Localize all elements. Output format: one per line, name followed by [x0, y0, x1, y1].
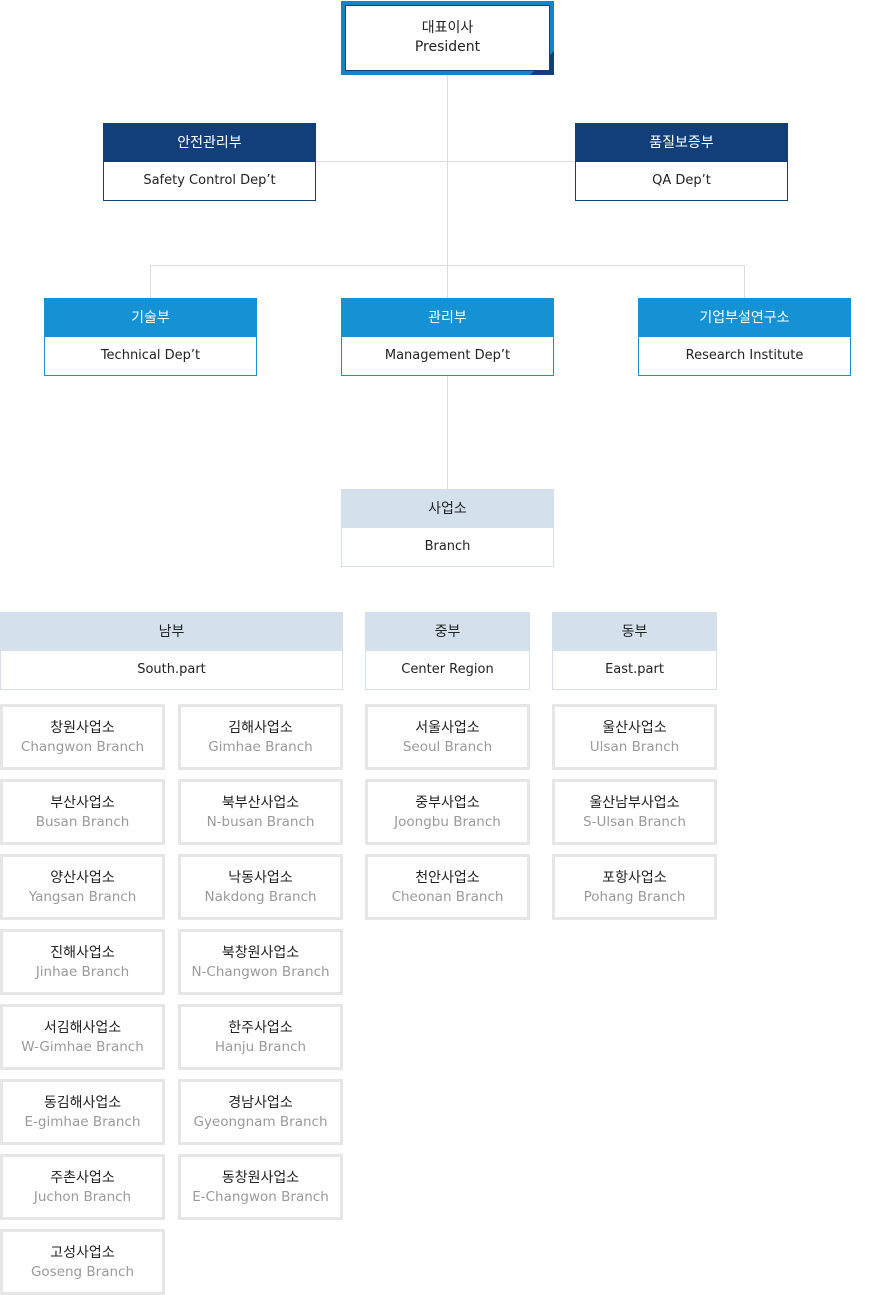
qa-dept-box: 품질보증부 QA Dep’t [575, 123, 788, 201]
branch-item-en: Nakdong Branch [204, 889, 317, 905]
branch-item-n-busan: 북부산사업소 N-busan Branch [178, 779, 343, 845]
technical-dept-kr: 기술부 [45, 299, 256, 337]
branch-item-seoul: 서울사업소 Seoul Branch [365, 704, 530, 770]
branch-item-en: S-Ulsan Branch [583, 814, 686, 830]
safety-control-dept-box: 안전관리부 Safety Control Dep’t [103, 123, 316, 201]
branch-item-gyeongnam: 경남사업소 Gyeongnam Branch [178, 1079, 343, 1145]
branch-item-en: Juchon Branch [33, 1189, 132, 1205]
branch-item-changwon: 창원사업소 Changwon Branch [0, 704, 165, 770]
president-label-en: President [414, 39, 481, 55]
branch-item-en: Pohang Branch [583, 889, 686, 905]
branch-item-kr: 한주사업소 [228, 1020, 293, 1036]
branch-item-en: Cheonan Branch [391, 889, 504, 905]
branch-item-kr: 양산사업소 [50, 870, 115, 886]
region-center-kr: 중부 [366, 613, 529, 651]
branch-item-en: N-Changwon Branch [191, 964, 330, 980]
connector-dept-right [744, 265, 745, 298]
branch-item-en: W-Gimhae Branch [21, 1039, 144, 1055]
technical-dept-box: 기술부 Technical Dep’t [44, 298, 257, 376]
branch-item-kr: 부산사업소 [50, 795, 115, 811]
branch-item-kr: 중부사업소 [415, 795, 480, 811]
region-east-en: East.part [605, 662, 664, 677]
branch-item-kr: 창원사업소 [50, 720, 115, 736]
branch-item-en: Yangsan Branch [28, 889, 137, 905]
branch-item-kr: 고성사업소 [50, 1245, 115, 1261]
branch-item-en: Changwon Branch [20, 739, 145, 755]
branch-item-en: Busan Branch [35, 814, 130, 830]
connector-dept-horizontal [150, 265, 745, 266]
branch-item-kr: 진해사업소 [50, 945, 115, 961]
branch-item-kr: 북부산사업소 [221, 795, 300, 811]
safety-control-dept-en: Safety Control Dep’t [143, 173, 276, 188]
region-center-box: 중부 Center Region [365, 612, 530, 690]
branch-item-w-gimhae: 서김해사업소 W-Gimhae Branch [0, 1004, 165, 1070]
region-east-box: 동부 East.part [552, 612, 717, 690]
branch-item-kr: 천안사업소 [415, 870, 480, 886]
region-south-en: South.part [137, 662, 206, 677]
branch-item-kr: 동창원사업소 [221, 1170, 300, 1186]
branch-item-hanju: 한주사업소 Hanju Branch [178, 1004, 343, 1070]
branch-item-n-changwon: 북창원사업소 N-Changwon Branch [178, 929, 343, 995]
branch-item-busan: 부산사업소 Busan Branch [0, 779, 165, 845]
branch-item-en: Seoul Branch [402, 739, 493, 755]
connector-dept-left [150, 265, 151, 298]
region-south-box: 남부 South.part [0, 612, 343, 690]
research-institute-en: Research Institute [685, 348, 804, 363]
branch-item-s-ulsan: 울산남부사업소 S-Ulsan Branch [552, 779, 717, 845]
branch-item-e-changwon: 동창원사업소 E-Changwon Branch [178, 1154, 343, 1220]
branch-item-en: Joongbu Branch [394, 814, 501, 830]
branch-item-en: E-gimhae Branch [24, 1114, 141, 1130]
safety-control-dept-kr: 안전관리부 [104, 124, 315, 162]
branch-item-en: Gyeongnam Branch [193, 1114, 328, 1130]
management-dept-en: Management Dep’t [384, 348, 511, 363]
branch-item-joongbu: 중부사업소 Joongbu Branch [365, 779, 530, 845]
branch-item-en: E-Changwon Branch [192, 1189, 329, 1205]
technical-dept-en: Technical Dep’t [100, 348, 201, 363]
region-south-kr: 남부 [1, 613, 342, 651]
president-label-kr: 대표이사 [421, 20, 474, 36]
branch-item-kr: 김해사업소 [228, 720, 293, 736]
branch-item-en: Gimhae Branch [208, 739, 313, 755]
branch-item-goseng: 고성사업소 Goseng Branch [0, 1229, 165, 1295]
branch-item-en: Jinhae Branch [35, 964, 130, 980]
region-center-en: Center Region [401, 662, 494, 677]
branch-item-kr: 낙동사업소 [228, 870, 293, 886]
qa-dept-kr: 품질보증부 [576, 124, 787, 162]
branch-item-juchon: 주촌사업소 Juchon Branch [0, 1154, 165, 1220]
branch-en: Branch [424, 539, 471, 554]
branch-item-kr: 울산남부사업소 [589, 795, 680, 811]
branch-item-kr: 주촌사업소 [50, 1170, 115, 1186]
management-dept-box: 관리부 Management Dep’t [341, 298, 554, 376]
research-institute-box: 기업부설연구소 Research Institute [638, 298, 851, 376]
president-box: 대표이사 President [341, 1, 554, 75]
branch-item-kr: 경남사업소 [228, 1095, 293, 1111]
branch-item-cheonan: 천안사업소 Cheonan Branch [365, 854, 530, 920]
branch-item-pohang: 포항사업소 Pohang Branch [552, 854, 717, 920]
branch-item-kr: 울산사업소 [602, 720, 667, 736]
branch-item-ulsan: 울산사업소 Ulsan Branch [552, 704, 717, 770]
branch-item-yangsan: 양산사업소 Yangsan Branch [0, 854, 165, 920]
qa-dept-en: QA Dep’t [652, 173, 711, 188]
branch-item-kr: 서울사업소 [415, 720, 480, 736]
management-dept-kr: 관리부 [342, 299, 553, 337]
research-institute-kr: 기업부설연구소 [639, 299, 850, 337]
branch-item-gimhae: 김해사업소 Gimhae Branch [178, 704, 343, 770]
connector-branch [447, 376, 448, 489]
branch-item-kr: 서김해사업소 [43, 1020, 122, 1036]
branch-item-kr: 포항사업소 [602, 870, 667, 886]
branch-item-en: N-busan Branch [206, 814, 315, 830]
branch-item-jinhae: 진해사업소 Jinhae Branch [0, 929, 165, 995]
branch-item-kr: 동김해사업소 [43, 1095, 122, 1111]
branch-kr: 사업소 [342, 490, 553, 528]
branch-item-en: Hanju Branch [214, 1039, 307, 1055]
branch-item-en: Goseng Branch [30, 1264, 135, 1280]
region-east-kr: 동부 [553, 613, 716, 651]
branch-item-nakdong: 낙동사업소 Nakdong Branch [178, 854, 343, 920]
branch-item-kr: 북창원사업소 [221, 945, 300, 961]
branch-item-en: Ulsan Branch [589, 739, 680, 755]
connector-president-trunk [447, 75, 448, 298]
branch-item-e-gimhae: 동김해사업소 E-gimhae Branch [0, 1079, 165, 1145]
connector-staff-horizontal [316, 161, 575, 162]
branch-box: 사업소 Branch [341, 489, 554, 567]
